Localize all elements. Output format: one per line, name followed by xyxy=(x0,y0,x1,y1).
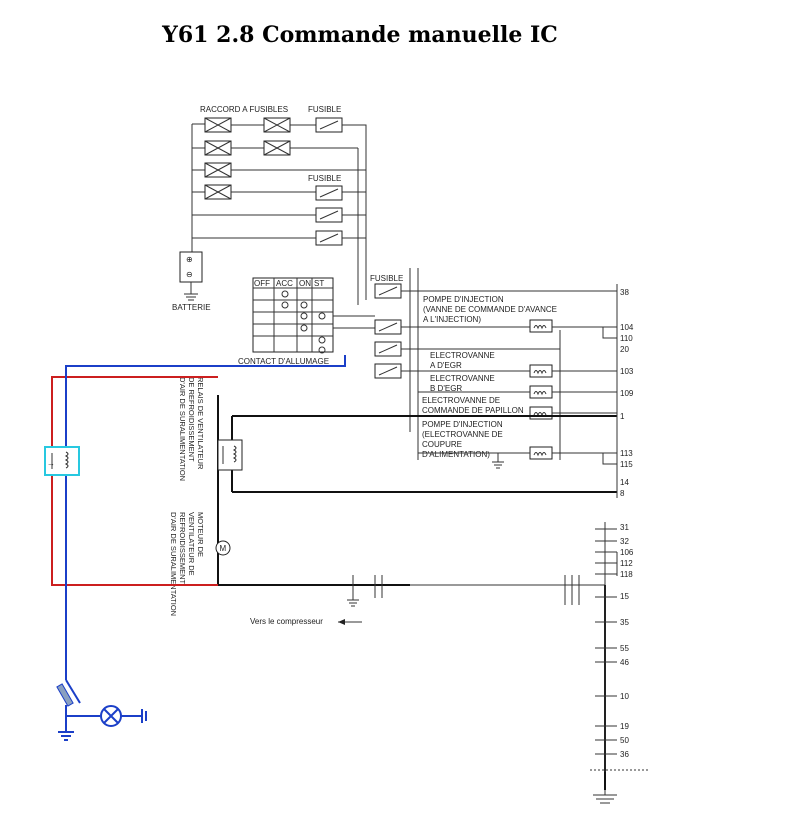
pin-46: 46 xyxy=(620,658,629,667)
pin-35: 35 xyxy=(620,618,629,627)
pompe2-label-l2: (ELECTROVANNE DE xyxy=(422,430,503,439)
egr-b-label-l1: ELECTROVANNE xyxy=(430,374,495,383)
fuse-box-8 xyxy=(315,185,343,201)
fuse-box-9 xyxy=(315,207,343,223)
fuse-box-7 xyxy=(315,117,343,133)
relais-label-l3: D'AIR DE SURALIMENTATION xyxy=(178,377,187,481)
egr-a-label-l2: A D'EGR xyxy=(430,361,462,370)
pompe1-label-l1: POMPE D'INJECTION xyxy=(423,295,504,304)
pin-106: 106 xyxy=(620,548,634,557)
fusible-mid-label: FUSIBLE xyxy=(308,174,341,183)
pompe2-label-l3: COUPURE xyxy=(422,440,462,449)
motor-icon: M xyxy=(220,544,227,553)
fuse-box-12 xyxy=(374,319,402,335)
pin-118: 118 xyxy=(620,570,633,579)
battery-plus-icon: ⊕ xyxy=(186,255,193,264)
fuse-box-6 xyxy=(263,140,291,156)
relais-label-l1: RELAIS DE VENTILATEUR xyxy=(196,377,205,470)
switch-header-off: OFF xyxy=(254,279,270,288)
moteur-label-l3: REFROIDISSEMENT xyxy=(178,512,187,585)
fuse-box-13 xyxy=(374,341,402,357)
switch-header-on: ON xyxy=(299,279,311,288)
pin-1: 1 xyxy=(620,412,625,421)
pin-112: 112 xyxy=(620,559,633,568)
pin-19: 19 xyxy=(620,722,629,731)
fuse-box-14 xyxy=(374,363,402,379)
pin-38: 38 xyxy=(620,288,629,297)
solenoid-2 xyxy=(529,364,553,378)
switch-header-acc: ACC xyxy=(276,279,293,288)
battery: ⊕ ⊖ BATTERIE xyxy=(172,238,211,312)
fuse-box-5 xyxy=(263,117,291,133)
papillon-label-l1: ELECTROVANNE DE xyxy=(422,396,500,405)
relay-motor: RELAIS DE VENTILATEUR DE REFROIDISSEMENT… xyxy=(169,377,243,616)
moteur-label-l4: D'AIR DE SURALIMENTATION xyxy=(169,512,178,616)
pin-8: 8 xyxy=(620,489,625,498)
pin-14: 14 xyxy=(620,478,629,487)
fuse-box-2 xyxy=(204,140,232,156)
compressor-arrow-icon xyxy=(338,619,345,625)
battery-label: BATTERIE xyxy=(172,303,211,312)
pin-15: 15 xyxy=(620,592,629,601)
papillon-label-l2: COMMANDE DE PAPILLON xyxy=(422,406,524,415)
pin-32: 32 xyxy=(620,537,629,546)
pompe1-label-l3: A L'INJECTION) xyxy=(423,315,481,324)
fuse-box-1 xyxy=(204,117,232,133)
solenoid-3 xyxy=(529,385,553,399)
pin-103: 103 xyxy=(620,367,634,376)
pin-10: 10 xyxy=(620,692,629,701)
page-title: Y61 2.8 Commande manuelle IC xyxy=(162,22,558,48)
solenoid-1 xyxy=(529,319,553,333)
pompe1-label-l2: (VANNE DE COMMANDE D'AVANCE xyxy=(423,305,557,314)
pin-110: 110 xyxy=(620,334,633,343)
compressor-section: Vers le compresseur xyxy=(250,575,580,626)
fuse-box-10 xyxy=(315,230,343,246)
pompe2-label-l4: D'ALIMENTATION) xyxy=(422,450,490,459)
fusible-right-label: FUSIBLE xyxy=(370,274,403,283)
pompe2-label-l1: POMPE D'INJECTION xyxy=(422,420,503,429)
pin-55: 55 xyxy=(620,644,629,653)
pin-113: 113 xyxy=(620,449,633,458)
solenoid-4 xyxy=(529,406,553,420)
manual-relay-icon: → xyxy=(44,446,80,476)
connector-pins: 38 104 110 20 103 109 1 113 115 14 8 31 … xyxy=(590,284,648,804)
battery-minus-icon: ⊖ xyxy=(186,270,193,279)
fuse-box-3 xyxy=(204,162,232,178)
moteur-label-l1: MOTEUR DE xyxy=(196,512,205,557)
pin-115: 115 xyxy=(620,460,633,469)
egr-b-label-l2: B D'EGR xyxy=(430,384,462,393)
raccord-fusibles-label: RACCORD A FUSIBLES xyxy=(200,105,288,114)
relay-switch-mark: → xyxy=(47,459,55,468)
pin-31: 31 xyxy=(620,523,629,532)
pin-104: 104 xyxy=(620,323,634,332)
pin-109: 109 xyxy=(620,389,634,398)
warning-lamp-icon xyxy=(100,705,122,727)
switch-header-st: ST xyxy=(314,279,324,288)
egr-a-label-l1: ELECTROVANNE xyxy=(430,351,495,360)
pin-20: 20 xyxy=(620,345,629,354)
fuse-box-11 xyxy=(374,283,402,299)
pin-50: 50 xyxy=(620,736,629,745)
solenoid-5 xyxy=(529,446,553,460)
relais-label-l2: DE REFROIDISSEMENT xyxy=(187,377,196,462)
contact-allumage-label: CONTACT D'ALLUMAGE xyxy=(238,357,329,366)
fuse-box-4 xyxy=(204,184,232,200)
manual-toggle-switch[interactable] xyxy=(56,679,81,707)
pin-36: 36 xyxy=(620,750,629,759)
compressor-label: Vers le compresseur xyxy=(250,617,323,626)
manual-control-circuit: → xyxy=(44,355,346,741)
fusible-top-label: FUSIBLE xyxy=(308,105,341,114)
fuse-block: RACCORD A FUSIBLES FUSIBLE FUSIBLE xyxy=(191,105,367,305)
moteur-label-l2: VENTILATEUR DE xyxy=(187,512,196,576)
ignition-switch: OFF ACC ON ST CONTACT D'ALLUMAGE xyxy=(238,277,375,366)
